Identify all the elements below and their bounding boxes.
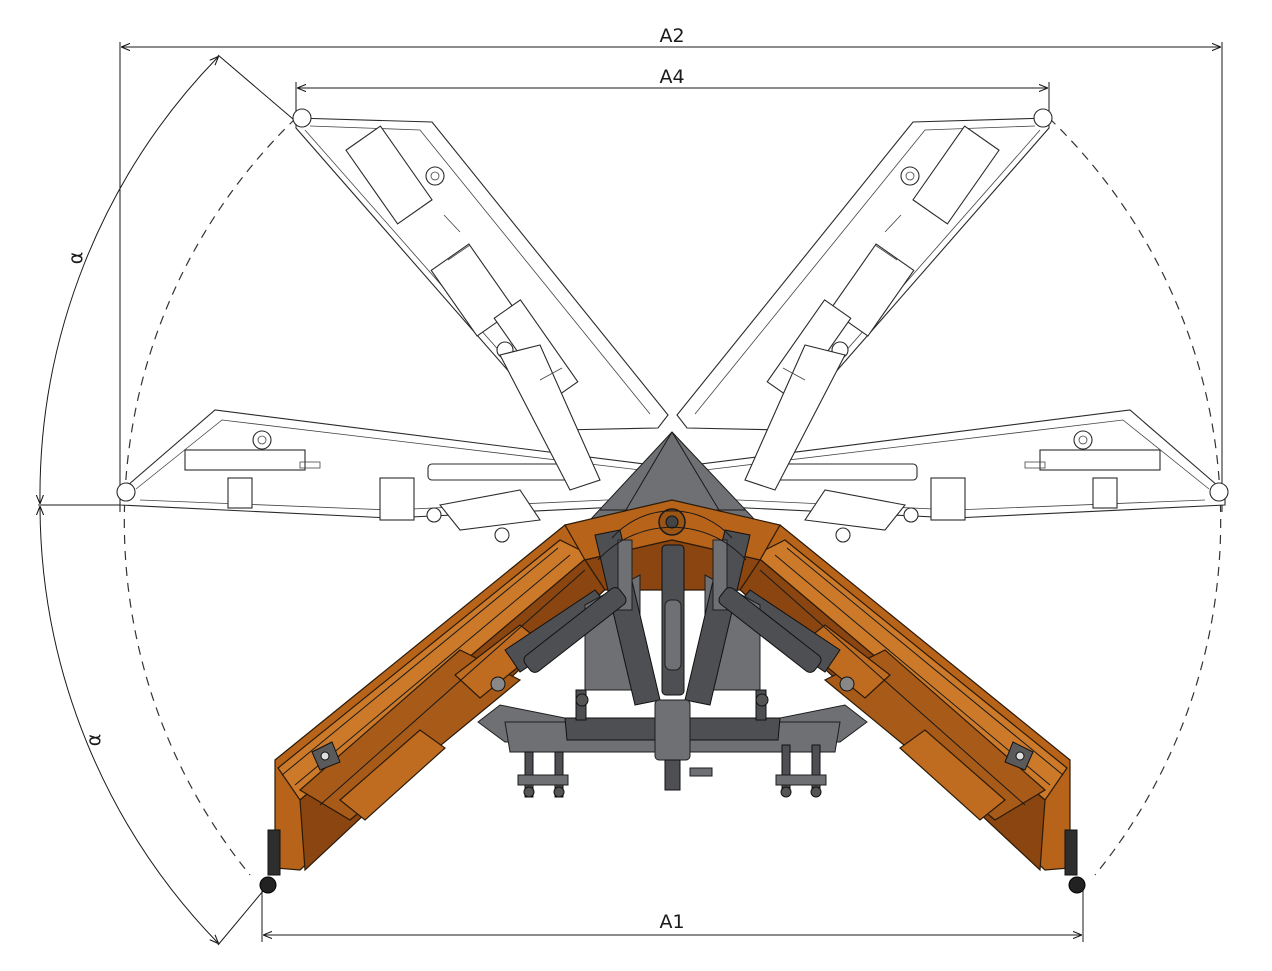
hydraulic-cylinders [523, 587, 822, 673]
alpha-upper-arc [40, 57, 218, 503]
alpha-upper-label: α [65, 252, 87, 265]
mounting-frame [504, 510, 841, 798]
alpha-upper-extension [217, 54, 301, 126]
a2-label: A2 [659, 25, 684, 47]
a1-label: A1 [659, 911, 684, 933]
alpha-lower-arc [40, 507, 218, 943]
a4-label: A4 [659, 66, 684, 88]
alpha-lower-label: α [83, 734, 105, 747]
alpha-lower-extension [217, 884, 269, 946]
